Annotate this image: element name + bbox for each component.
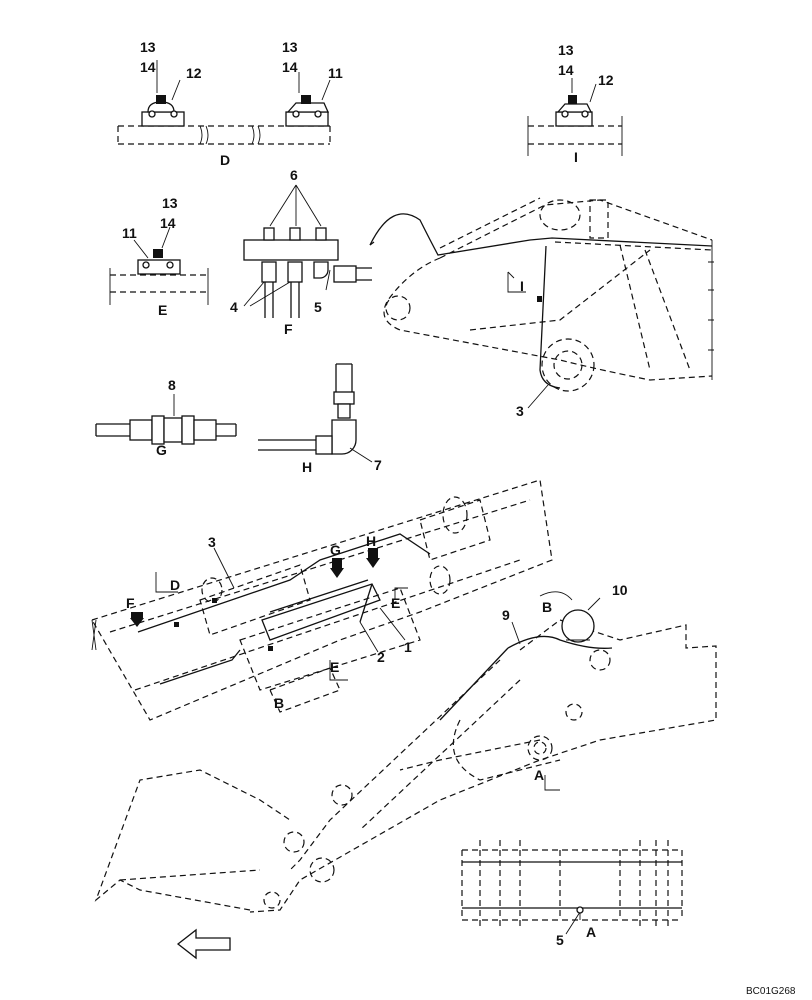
section-mark-e-lower: E [330, 659, 339, 675]
section-mark-b-under: B [274, 695, 284, 711]
callout-14-i: 14 [558, 62, 574, 78]
view-d: 13 14 12 13 14 11 D [117, 39, 343, 168]
callout-13-left: 13 [140, 39, 156, 55]
view-h: 7 H [258, 363, 382, 475]
callout-3-boom: 3 [516, 403, 524, 419]
callout-8-g: 8 [168, 377, 176, 393]
boom-bucket-view: 10 9 B A [94, 582, 717, 913]
view-a: 5 A [461, 840, 683, 948]
callout-12-i: 12 [598, 72, 614, 88]
callout-1: 1 [404, 639, 412, 655]
callout-14-e: 14 [160, 215, 176, 231]
section-mark-i: I [520, 278, 524, 294]
view-label-g: G [156, 442, 167, 458]
callout-11-e: 11 [122, 225, 137, 241]
callout-5-a: 5 [556, 932, 564, 948]
callout-13-e: 13 [162, 195, 178, 211]
rubber-cover [561, 609, 595, 643]
callout-3-arm: 3 [208, 534, 216, 550]
callout-14-left: 14 [140, 59, 156, 75]
view-label-d: D [220, 152, 230, 168]
view-label-a: A [586, 924, 596, 940]
clamp-right [285, 111, 329, 127]
front-direction-arrow-icon [176, 928, 231, 960]
drawing-code: BC01G268 [746, 986, 796, 997]
clamp-left [141, 111, 185, 127]
view-label-i: I [574, 149, 578, 165]
section-mark-g: G [330, 542, 341, 558]
view-e: 13 14 11 E [109, 195, 209, 318]
callout-6-f: 6 [290, 167, 298, 183]
section-mark-d: D [170, 577, 180, 593]
view-label-f: F [284, 321, 293, 337]
callout-12-left: 12 [186, 65, 202, 81]
callout-13-i: 13 [558, 42, 574, 58]
section-mark-e-upper: E [391, 595, 400, 611]
section-mark-f: F [126, 595, 135, 611]
callout-2: 2 [377, 649, 385, 665]
arm-cylinder-view: 3 1 2 D F G H E E B [91, 479, 553, 721]
section-mark-a: A [534, 767, 544, 783]
callout-9: 9 [502, 607, 510, 623]
callout-4-f: 4 [230, 299, 238, 315]
view-i: 13 14 12 I [527, 42, 623, 165]
view-label-h: H [302, 459, 312, 475]
section-mark-b: B [542, 599, 552, 615]
section-mark-h: H [366, 533, 376, 549]
callout-11-right: 11 [328, 65, 343, 81]
view-label-e: E [158, 302, 167, 318]
view-f: 6 4 5 F [230, 167, 372, 337]
callout-10: 10 [612, 582, 628, 598]
callout-7-h: 7 [374, 457, 382, 473]
callout-14-right: 14 [282, 59, 298, 75]
callout-5-f: 5 [314, 299, 322, 315]
callout-13-right: 13 [282, 39, 298, 55]
view-g: 8 G [95, 377, 237, 458]
boom-foot-view: 3 I [369, 197, 714, 419]
